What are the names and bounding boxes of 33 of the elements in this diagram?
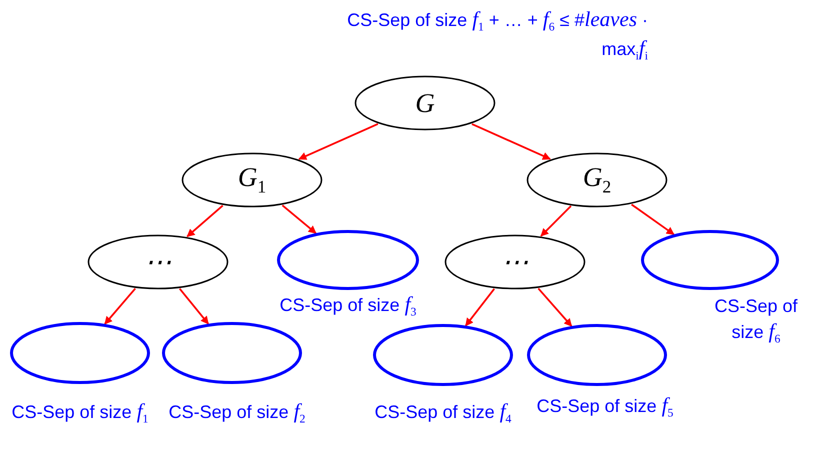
tree-node-ellipse	[354, 75, 496, 131]
arrow	[298, 123, 378, 160]
separator-ellipse	[162, 322, 302, 384]
separator-ellipse	[527, 324, 667, 386]
node-label: ⋯	[144, 246, 172, 278]
arrow	[538, 288, 572, 327]
caption-text: CS-Sep of size f$_{5}$	[536, 392, 674, 422]
arrow	[472, 123, 551, 160]
arrow	[178, 288, 209, 324]
caption-text: CS-Sep of size f$_{1}$ + … + f$_{6}$ ≤ #leaves · max$_{i}$f$_{i}$	[346, 6, 648, 64]
arrow	[631, 204, 675, 236]
arrow	[465, 288, 495, 326]
tree-node-ellipse	[87, 234, 229, 290]
node-label: ⋯	[502, 246, 528, 278]
tree-node-ellipse	[181, 152, 323, 208]
separator-ellipse	[373, 324, 513, 386]
node-label: G$_{1}$	[238, 162, 266, 198]
node-label: G	[415, 88, 435, 118]
tree-node-ellipse	[526, 152, 668, 208]
tree-node-ellipse	[444, 234, 586, 290]
caption-text: CS-Sep of size f$_{3}$	[278, 291, 418, 320]
arrow	[104, 288, 136, 325]
caption-text: CS-Sep of size f$_{4}$	[374, 398, 512, 428]
caption-text: CS-Sep of size f$_{6}$	[713, 295, 799, 347]
caption-text: CS-Sep of size f$_{2}$	[168, 398, 306, 428]
node-label: G$_{2}$	[582, 162, 612, 198]
caption-text: CS-Sep of size f$_{1}$	[10, 398, 150, 428]
separator-ellipse	[641, 230, 779, 290]
separator-ellipse	[277, 230, 419, 290]
arrow	[186, 204, 224, 238]
separator-ellipse	[10, 322, 150, 384]
arrow	[282, 204, 317, 234]
arrow	[540, 205, 572, 237]
